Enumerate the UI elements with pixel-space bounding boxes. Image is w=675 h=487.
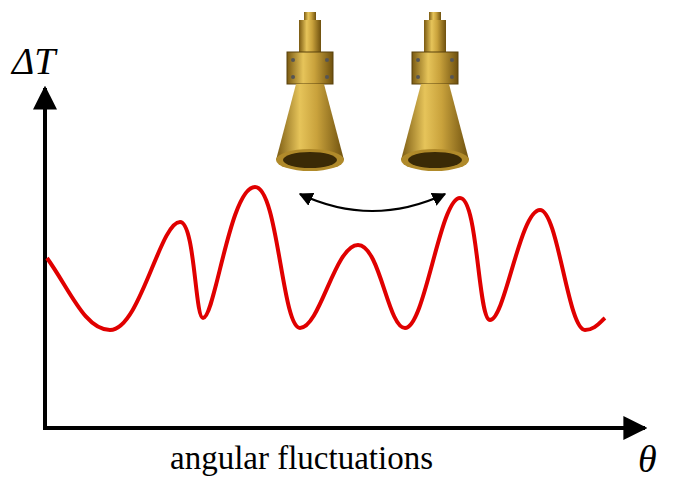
horn-antenna [401,12,469,171]
axis-label: θ [638,440,657,478]
axis-caption: angular fluctuations [170,442,433,475]
temperature-curve [47,187,605,330]
x-axis [43,426,645,430]
horn-antenna [276,12,344,171]
axis-label: ΔT [12,42,55,80]
double-arrow [300,194,445,211]
